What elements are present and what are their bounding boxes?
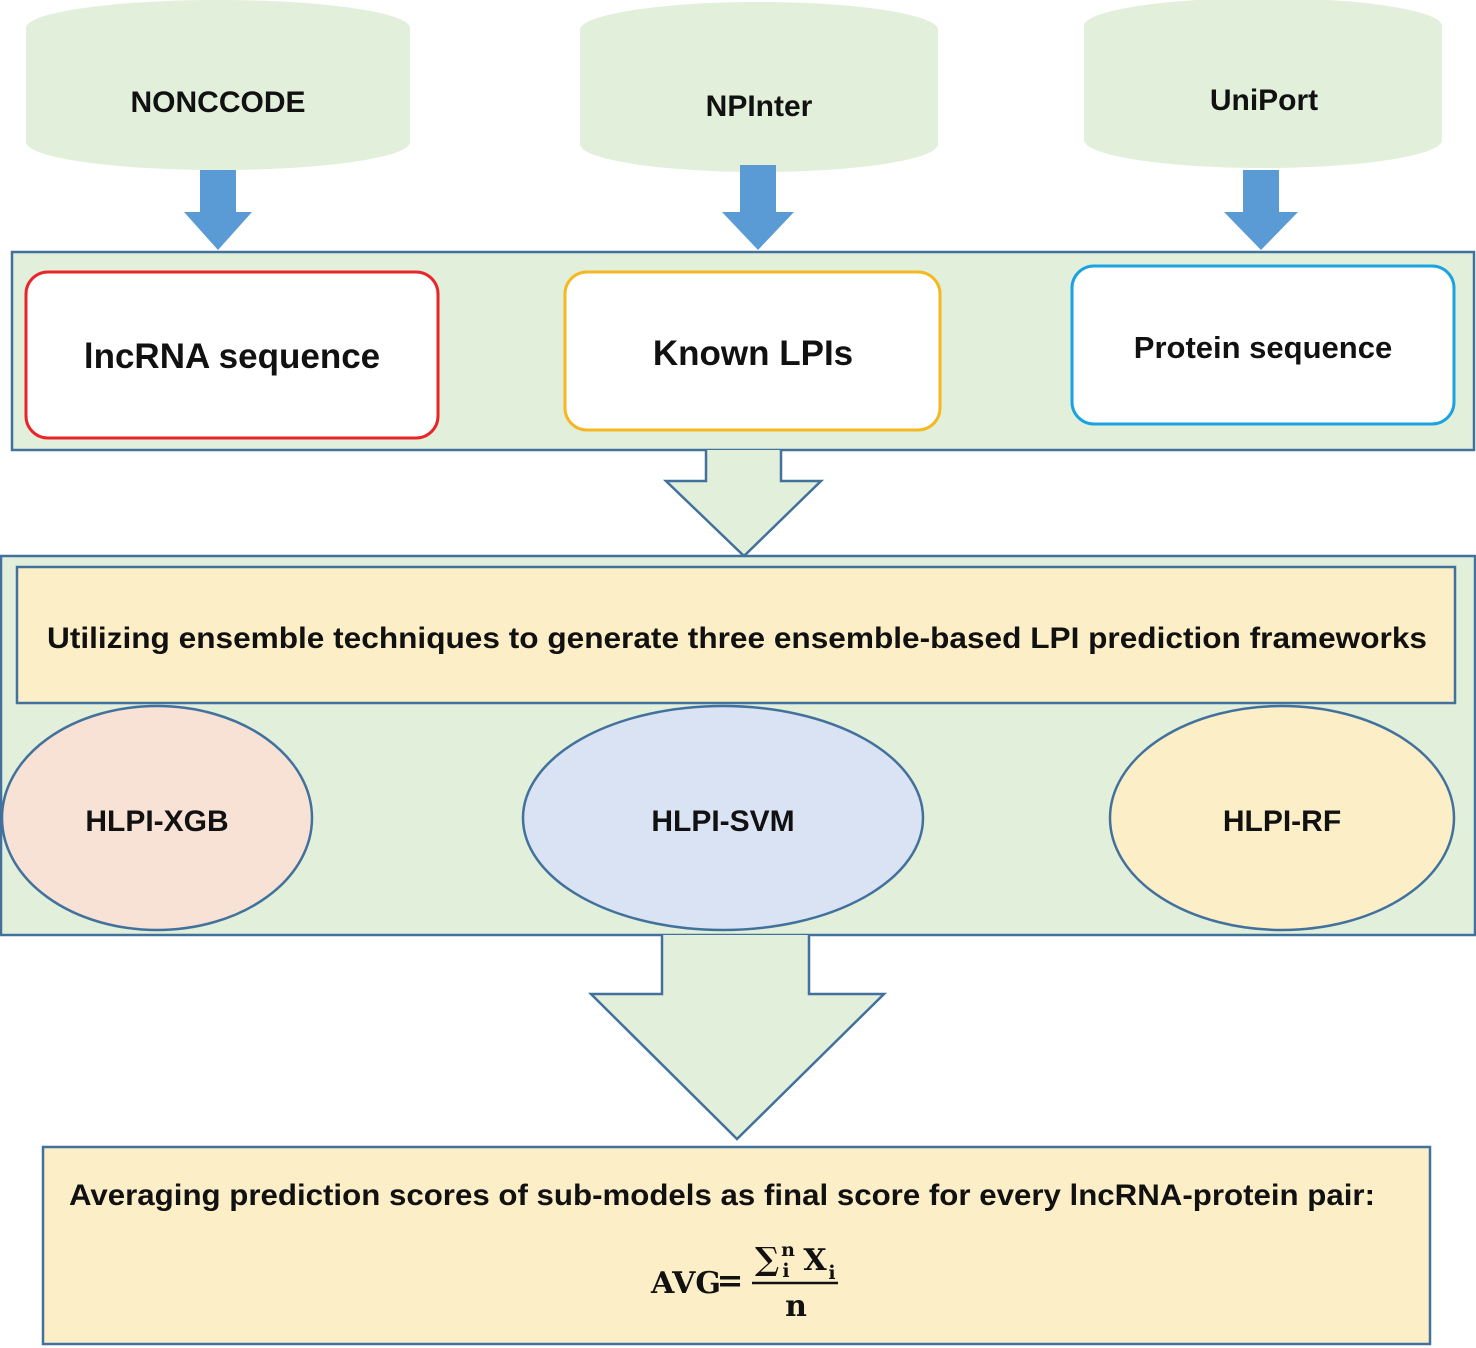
- database-label: NPInter: [706, 90, 813, 123]
- formula-variable: X: [803, 1243, 827, 1278]
- database-uniport: UniPort: [1084, 0, 1442, 168]
- down-arrow-icon: [184, 170, 252, 250]
- input-box-label: Known LPIs: [653, 334, 853, 373]
- formula-lhs: AVG: [650, 1266, 721, 1301]
- final-score-box: Averaging prediction scores of sub-model…: [41, 1145, 1432, 1346]
- input-box-known-lpis: Known LPIs: [563, 270, 942, 432]
- database-npinter: NPInter: [580, 2, 938, 172]
- sum-subscript: i: [782, 1260, 789, 1282]
- avg-formula: AVG = ∑ n i X i n: [650, 1239, 838, 1324]
- sum-symbol: ∑: [755, 1240, 779, 1278]
- flow-arrow-icon: [662, 450, 825, 558]
- input-box-lncrna-sequence: lncRNA sequence: [24, 270, 440, 440]
- model-label: HLPI-RF: [1223, 805, 1341, 838]
- formula-denominator: n: [785, 1289, 807, 1324]
- variable-subscript: i: [828, 1262, 835, 1284]
- final-score-text: Averaging prediction scores of sub-model…: [69, 1179, 1375, 1212]
- ensemble-title-box: Utilizing ensemble techniques to generat…: [15, 565, 1457, 705]
- database-nonccode: NONCCODE: [26, 0, 410, 170]
- input-box-protein-sequence: Protein sequence: [1070, 264, 1456, 426]
- ensemble-title: Utilizing ensemble techniques to generat…: [47, 622, 1427, 655]
- model-hlpi-rf: HLPI-RF: [1108, 704, 1456, 932]
- database-label: UniPort: [1210, 84, 1318, 117]
- model-label: HLPI-SVM: [651, 805, 794, 838]
- input-box-label: lncRNA sequence: [84, 337, 380, 376]
- model-label: HLPI-XGB: [85, 805, 228, 838]
- formula-equals: =: [717, 1261, 744, 1299]
- database-label: NONCCODE: [130, 86, 305, 119]
- down-arrow-icon: [722, 165, 794, 250]
- down-arrow-icon: [1224, 170, 1298, 250]
- model-hlpi-svm: HLPI-SVM: [521, 704, 925, 932]
- flow-arrow-icon: [587, 935, 888, 1141]
- sum-superscript: n: [781, 1239, 795, 1261]
- input-box-label: Protein sequence: [1134, 330, 1392, 365]
- model-hlpi-xgb: HLPI-XGB: [0, 704, 314, 932]
